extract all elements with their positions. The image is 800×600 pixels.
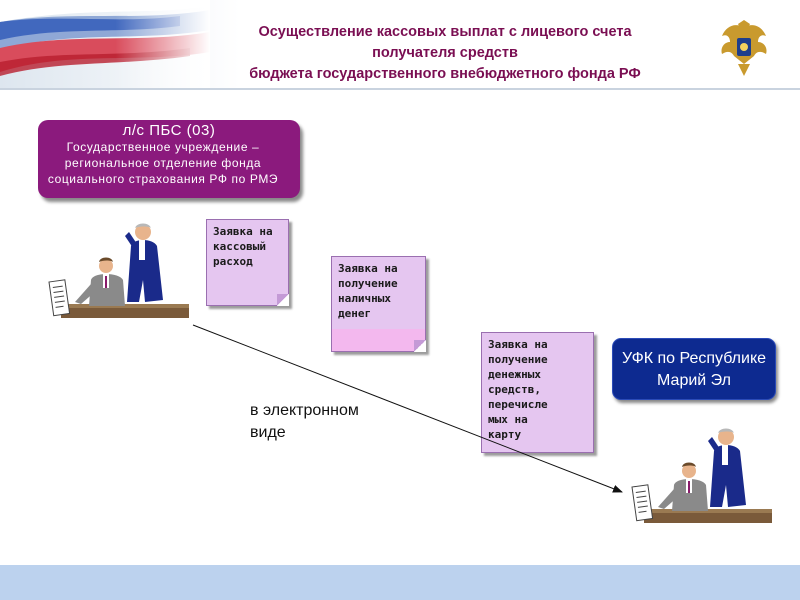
pbs-account-line-1: Государственное учреждение – (66, 140, 260, 154)
note-line: средств, (488, 383, 541, 396)
note-line: денег (338, 307, 372, 320)
cash-withdrawal-request-note: Заявка на получение наличных денег (331, 256, 426, 352)
electronic-form-line-2: виде (250, 424, 286, 441)
people-at-desk-icon (631, 428, 772, 523)
note-line: перечисле (488, 398, 548, 411)
pbs-account-box: л/с ПБС (03) Государственное учреждение … (38, 120, 300, 198)
page-fold-icon (414, 340, 426, 352)
treasury-emblem-icon (721, 20, 767, 76)
title-line-2: получателя средств (372, 45, 518, 61)
title-line-3: бюджета государственного внебюджетного ф… (249, 66, 641, 82)
ufk-line-2: Марий Эл (657, 372, 731, 389)
note-band (332, 329, 425, 351)
note-line: Заявка на (488, 338, 548, 351)
note-line: получение (338, 277, 398, 290)
people-at-desk-icon (48, 223, 189, 318)
pbs-account-line-2: региональное отделение фонда (64, 156, 262, 170)
note-line: денежных (488, 368, 541, 381)
note-line: наличных (338, 292, 391, 305)
note-line: карту (488, 428, 522, 441)
cash-expense-request-note: Заявка на кассовый расход (206, 219, 289, 306)
ufk-line-1: УФК по Республике (621, 350, 767, 367)
note-line: получение (488, 353, 548, 366)
slide-title: Осуществление кассовых выплат с лицевого… (195, 22, 695, 85)
note-line: Заявка на (213, 225, 273, 238)
bottom-bar (0, 565, 800, 600)
ufk-box: УФК по Республике Марий Эл (612, 338, 776, 400)
electronic-form-line-1: в электронном (250, 402, 359, 419)
pbs-account-title: л/с ПБС (03) (122, 122, 216, 139)
note-line: кассовый (213, 240, 266, 253)
page-fold-icon (277, 294, 289, 306)
note-line: Заявка на (338, 262, 398, 275)
note-line: расход (213, 255, 253, 268)
pbs-account-line-3: социального страхования РФ по РМЭ (47, 172, 279, 186)
slide-header: Осуществление кассовых выплат с лицевого… (0, 0, 800, 90)
note-line: мых на (488, 413, 528, 426)
russian-flag-icon (0, 0, 210, 88)
card-transfer-request-note: Заявка на получение денежных средств, пе… (481, 332, 594, 453)
title-line-1: Осуществление кассовых выплат с лицевого… (258, 24, 632, 40)
electronic-form-label: в электронном виде (250, 400, 359, 444)
